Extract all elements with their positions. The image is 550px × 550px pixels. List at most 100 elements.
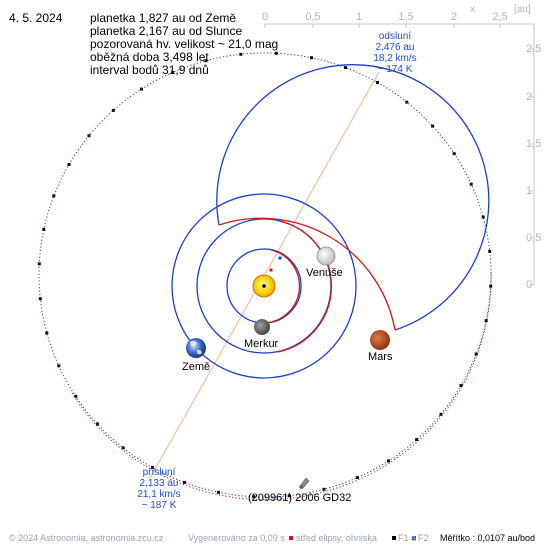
legend-f1-marker-icon <box>392 536 396 540</box>
orbit-point-mark <box>459 384 463 387</box>
orbit-point-mark <box>405 100 409 104</box>
info-orbital-period: oběžná doba 3,498 let <box>90 50 209 64</box>
y-tick-label: 1,5 <box>526 138 542 150</box>
info-sun-distance: planetka 2,167 au od Slunce <box>90 24 243 38</box>
y-tick-label: 0,5 <box>526 232 542 244</box>
orbit-point-mark <box>252 495 256 499</box>
perihelion-temperature: ~ 187 K <box>141 500 177 511</box>
orbit-point-mark <box>140 87 143 91</box>
footer-generated: Vygenerováno za 0,09 s <box>188 533 285 543</box>
perihelion-speed: 21,1 km/s <box>137 489 181 500</box>
aphelion-title: odsluní <box>378 31 412 42</box>
orbit-point-mark <box>52 194 56 198</box>
asteroid-icon <box>299 477 310 490</box>
aphelion-speed: 18,2 km/s <box>373 53 417 64</box>
x-tick-label: 1,5 <box>398 11 414 23</box>
orbit-point-marks <box>37 51 493 499</box>
mercury-orbit-red <box>261 249 301 324</box>
orbit-point-mark <box>355 476 359 480</box>
orbit-point-mark <box>469 182 473 186</box>
orbit-point-mark <box>274 51 278 55</box>
orbit-point-mark <box>57 364 61 368</box>
orbit-point-mark <box>95 422 99 426</box>
mars-orbit-red <box>218 217 396 331</box>
perihelion-label: přísluní 2,133 au 21,1 km/s ~ 187 K <box>131 467 187 511</box>
perihelion-title: přísluní <box>142 467 176 478</box>
date-label: 4. 5. 2024 <box>9 11 63 25</box>
x-tick-label: 0 <box>261 11 269 23</box>
x-unit-label: x <box>470 4 475 15</box>
orbit-point-mark <box>204 59 208 63</box>
info-point-interval: interval bodů 31,9 dnů <box>90 63 209 77</box>
orbit-point-mark <box>111 108 115 112</box>
mercury-label: Merkur <box>244 338 279 350</box>
x-tick-label: 0,5 <box>305 11 321 23</box>
aphelion-label: odsluní 2,476 au 18,2 km/s ~ 174 K <box>370 31 420 75</box>
footer-f2: F2 <box>418 533 429 543</box>
orbit-point-mark <box>481 215 485 219</box>
sun-icon <box>252 274 276 298</box>
footer-f1: F1 a <box>398 533 417 543</box>
venus-label: Venuše <box>306 267 343 279</box>
aphelion-temperature: ~ 174 K <box>377 64 413 75</box>
orbit-point-mark <box>42 227 46 231</box>
orbit-point-mark <box>376 81 379 84</box>
orbit-point-mark <box>322 487 326 491</box>
orbit-point-mark <box>171 70 175 74</box>
venus-orbit-red <box>277 220 333 353</box>
asteroid-orbit-near-segment <box>71 272 492 501</box>
orbit-point-mark <box>45 331 49 335</box>
orbit-point-mark <box>344 66 347 70</box>
y-tick-label: 0 <box>526 279 533 291</box>
orbit-point-mark <box>488 249 492 253</box>
orbit-point-mark <box>474 352 478 356</box>
orbit-point-mark <box>87 134 91 138</box>
y-tick-label: 1 <box>526 185 533 197</box>
orbit-point-mark <box>415 438 419 442</box>
legend-center-marker-icon <box>289 536 293 540</box>
orbit-point-mark <box>310 56 313 60</box>
earth-label: Země <box>182 361 211 373</box>
orbit-point-mark <box>151 466 154 469</box>
mercury-icon <box>254 319 270 335</box>
earth-orbit <box>171 193 357 379</box>
footer-ellipse-center: střed elipsy, ohniska <box>296 533 377 543</box>
asteroid-orbit <box>38 52 492 498</box>
orbit-point-mark <box>287 494 291 498</box>
orbit-point-mark <box>239 52 243 56</box>
venus-icon <box>316 246 336 266</box>
y-unit-label: [au] <box>514 4 531 15</box>
earth-icon <box>186 338 206 358</box>
perihelion-distance: 2,133 au <box>139 478 179 489</box>
focus-f2-marker <box>278 256 282 260</box>
mars-icon <box>370 330 390 350</box>
y-tick-label: 2 <box>526 91 533 103</box>
orbit-point-mark <box>452 152 456 156</box>
aphelion-distance: 2,476 au <box>375 42 415 53</box>
orbit-point-mark <box>387 459 390 463</box>
orbit-point-mark <box>484 319 488 323</box>
orbit-point-mark <box>489 284 493 288</box>
footer-scale: Měřítko : 0,0107 au/bod <box>440 533 536 543</box>
info-magnitude: pozorovaná hv. velikost ~ 21,0 mag <box>90 37 279 51</box>
orbit-point-mark <box>439 412 443 416</box>
orbit-point-mark <box>121 446 125 450</box>
asteroid-name-label: (209961) 2006 GD32 <box>248 492 352 504</box>
orbit-point-mark <box>183 480 186 484</box>
mars-label: Mars <box>368 351 393 363</box>
footer-copyright: © 2024 Astronomia, astronomia.zcu.cz <box>9 533 164 543</box>
legend-f2-marker-icon <box>412 536 416 540</box>
ellipse-center-marker <box>269 268 273 272</box>
info-earth-distance: planetka 1,827 au od Země <box>90 11 237 25</box>
x-tick-label: 2,5 <box>492 11 508 23</box>
orbit-point-mark <box>38 297 42 301</box>
orbit-point-mark <box>431 124 435 128</box>
orbit-point-mark <box>217 490 220 494</box>
x-tick-label: 1 <box>355 11 363 23</box>
orbit-point-mark <box>37 262 41 266</box>
y-tick-label: 2,5 <box>526 43 542 55</box>
x-tick-label: 2 <box>450 11 458 23</box>
orbit-point-mark <box>67 163 71 166</box>
